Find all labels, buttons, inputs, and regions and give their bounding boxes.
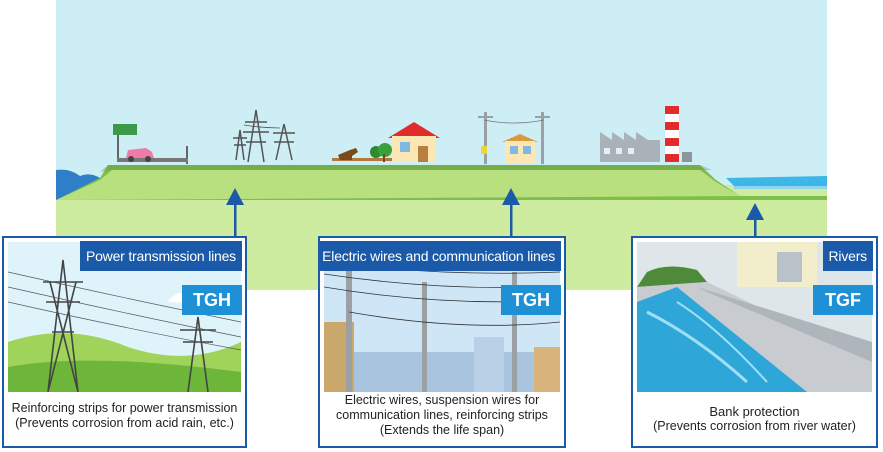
code-power: TGH [182, 285, 242, 315]
car-and-sign [113, 124, 188, 164]
river-right [726, 176, 827, 188]
farm [332, 143, 392, 162]
caption-power-line1: Reinforcing strips for power transmissio… [11, 401, 238, 415]
caption-rivers-line1: Bank protection [709, 404, 800, 419]
caption-wires-line2: communication lines, reinforcing strips [336, 408, 548, 422]
utility-poles [478, 112, 550, 164]
card-electric-wires: Electric wires and communication lines T… [318, 236, 566, 448]
factory [600, 106, 692, 162]
caption-wires-line1: Electric wires, suspension wires for [344, 393, 540, 407]
caption-power-line2: (Prevents corrosion from acid rain, etc.… [15, 416, 234, 430]
arrow-rivers [746, 203, 764, 239]
code-wires: TGH [501, 285, 561, 315]
caption-wires: Electric wires, suspension wires for com… [320, 393, 564, 438]
caption-wires-line3: (Extends the life span) [379, 423, 505, 437]
arrow-wires [502, 188, 520, 239]
caption-rivers-line2: (Prevents corrosion from river water) [653, 419, 856, 433]
card-rivers: Rivers TGF Bank protection (Prevents cor… [631, 236, 878, 448]
card-power-transmission: Power transmission lines TGH Reinforcing… [2, 236, 247, 448]
house-red-roof [388, 122, 440, 162]
arrow-power [226, 188, 244, 239]
caption-power: Reinforcing strips for power transmissio… [4, 401, 245, 431]
caption-rivers: Bank protection (Prevents corrosion from… [633, 404, 876, 434]
code-rivers: TGF [813, 285, 873, 315]
tag-rivers: Rivers [822, 241, 873, 271]
pylons [233, 109, 295, 163]
tag-electric-wires: Electric wires and communication lines [320, 241, 561, 271]
tag-power-transmission: Power transmission lines [79, 241, 242, 271]
